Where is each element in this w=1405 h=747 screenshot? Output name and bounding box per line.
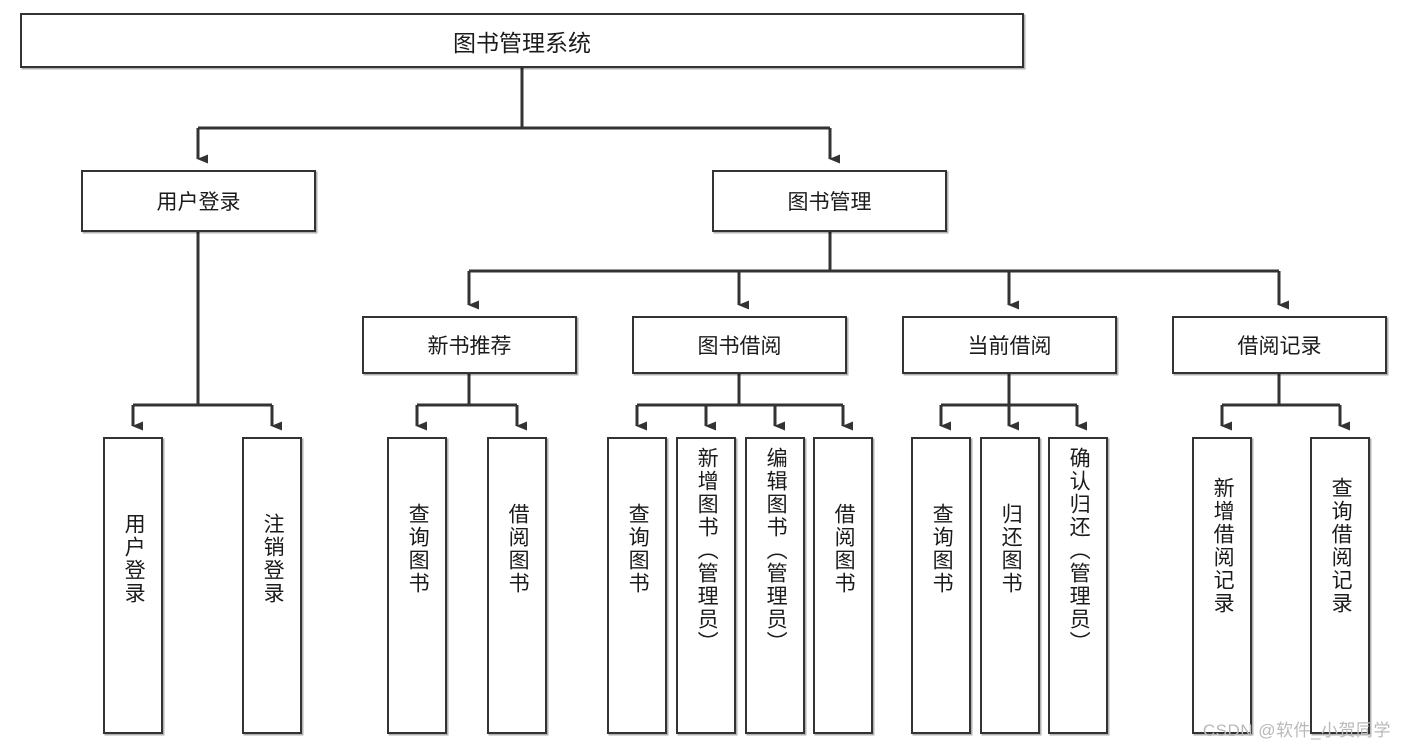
leaf-edit-book-admin[interactable]: 编辑图书（管理员） <box>745 437 805 734</box>
node-label: 新增图书（管理员） <box>695 447 719 654</box>
node-label: 图书管理系统 <box>453 29 591 56</box>
node-new-book-recommend[interactable]: 新书推荐 <box>362 316 577 374</box>
leaf-confirm-return-admin[interactable]: 确认归还（管理员） <box>1048 437 1108 734</box>
node-label: 图书借阅 <box>697 335 782 358</box>
node-label: 新书推荐 <box>427 335 512 358</box>
leaf-borrow-book[interactable]: 借阅图书 <box>813 437 873 734</box>
node-label: 查询图书 <box>406 503 430 595</box>
node-label: 借阅图书 <box>506 503 530 595</box>
node-label: 新增借阅记录 <box>1211 477 1235 615</box>
node-book-management[interactable]: 图书管理 <box>712 170 947 232</box>
node-borrow-record[interactable]: 借阅记录 <box>1172 316 1387 374</box>
leaf-add-borrow-record[interactable]: 新增借阅记录 <box>1192 437 1252 734</box>
node-label: 用户登录 <box>156 191 241 214</box>
node-label: 借阅图书 <box>832 503 856 595</box>
leaf-logout[interactable]: 注销登录 <box>242 437 302 734</box>
node-label: 确认归还（管理员） <box>1067 447 1091 654</box>
node-label: 当前借阅 <box>967 335 1052 358</box>
node-user-login[interactable]: 用户登录 <box>81 170 316 232</box>
node-label: 查询借阅记录 <box>1329 477 1353 615</box>
leaf-query-borrow-record[interactable]: 查询借阅记录 <box>1310 437 1370 734</box>
leaf-query-book-current[interactable]: 查询图书 <box>911 437 971 734</box>
node-label: 查询图书 <box>930 503 954 595</box>
leaf-query-book-recommend[interactable]: 查询图书 <box>387 437 447 734</box>
node-label: 借阅记录 <box>1237 335 1322 358</box>
leaf-add-book-admin[interactable]: 新增图书（管理员） <box>676 437 736 734</box>
node-label: 查询图书 <box>626 503 650 595</box>
node-current-borrow[interactable]: 当前借阅 <box>902 316 1117 374</box>
node-label: 用户登录 <box>122 513 146 605</box>
leaf-return-book[interactable]: 归还图书 <box>980 437 1040 734</box>
node-label: 归还图书 <box>999 503 1023 595</box>
node-label: 注销登录 <box>261 513 285 605</box>
leaf-user-login[interactable]: 用户登录 <box>103 437 163 734</box>
node-book-borrow[interactable]: 图书借阅 <box>632 316 847 374</box>
node-label: 图书管理 <box>787 191 872 214</box>
node-label: 编辑图书（管理员） <box>764 447 788 654</box>
node-root-system[interactable]: 图书管理系统 <box>20 13 1024 68</box>
leaf-query-book-borrow[interactable]: 查询图书 <box>607 437 667 734</box>
leaf-borrow-book-recommend[interactable]: 借阅图书 <box>487 437 547 734</box>
